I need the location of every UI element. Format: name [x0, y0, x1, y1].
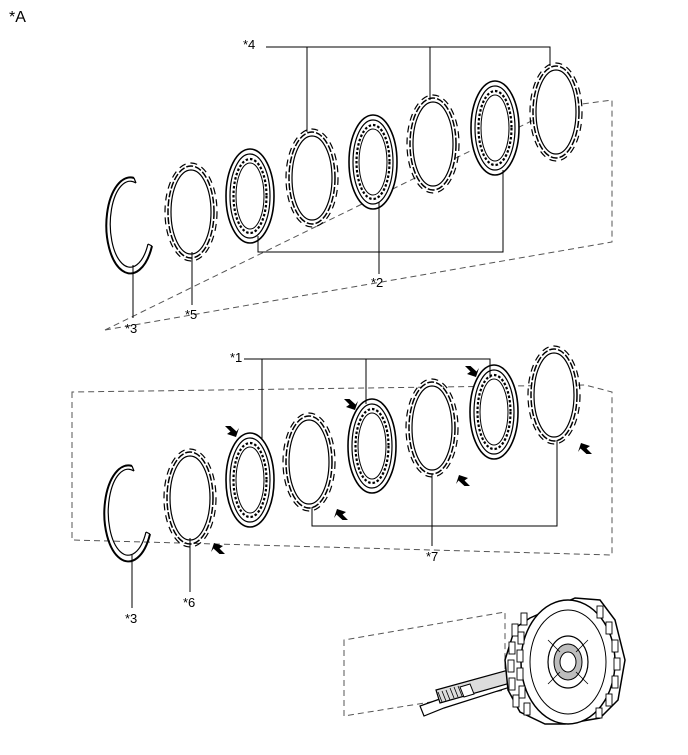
- lower-dashed-outline: [343, 611, 506, 717]
- disc-icon: [469, 79, 521, 177]
- disc-icon: [224, 431, 276, 529]
- middle-dashed-outline: [71, 384, 613, 556]
- snap-ring-icon: [105, 176, 153, 275]
- callout-3-upper: *3: [125, 321, 138, 336]
- arrow-icon: [334, 509, 348, 520]
- arrow-icon: [456, 475, 470, 486]
- flange-plate-icon: [163, 448, 217, 548]
- callout-1: *1: [230, 350, 243, 365]
- callout-2: *2: [371, 275, 384, 290]
- callout-3-lower: *3: [125, 611, 138, 626]
- arrow-icon: [465, 366, 479, 377]
- plate-icon: [405, 378, 459, 478]
- disc-icon: [347, 113, 399, 211]
- arrow-icon: [578, 443, 592, 454]
- disc-icon: [468, 363, 520, 461]
- arrow-icon: [211, 543, 225, 554]
- plate-icon: [282, 412, 336, 512]
- callout-4: *4: [243, 37, 256, 52]
- snap-ring-icon: [103, 464, 151, 563]
- flange-plate-icon: [164, 162, 218, 262]
- plate-icon: [406, 94, 460, 194]
- callout-7: *7: [426, 549, 439, 564]
- arrow-icon: [344, 399, 358, 410]
- view-label: *A: [9, 9, 26, 26]
- upper-leader-lines: [132, 46, 551, 318]
- plate-icon: [527, 345, 581, 445]
- arrow-icon: [225, 426, 239, 437]
- lower-leader-lines: [131, 358, 558, 608]
- clutch-drum-shaft-icon: [419, 597, 626, 725]
- callout-6: *6: [183, 595, 196, 610]
- callout-5: *5: [185, 307, 198, 322]
- upper-dashed-outline: [104, 99, 613, 331]
- disc-icon: [224, 147, 276, 245]
- plate-icon: [529, 62, 583, 162]
- disc-icon: [346, 397, 398, 495]
- plate-icon: [285, 128, 339, 228]
